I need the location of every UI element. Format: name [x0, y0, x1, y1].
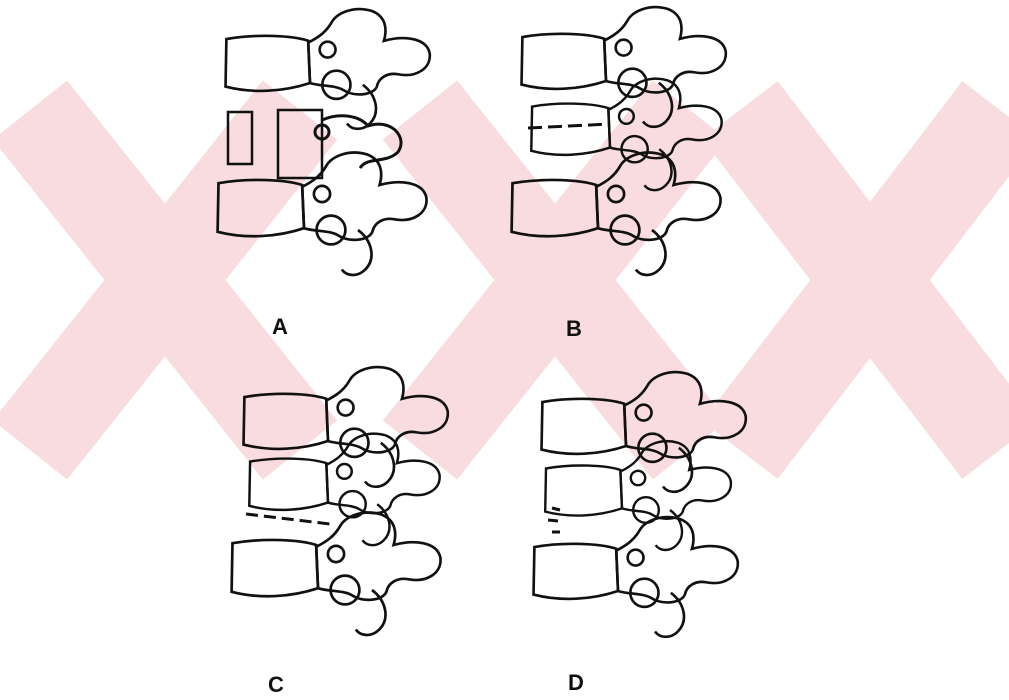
panel-label-b: B: [566, 316, 582, 342]
fracture-fragment-b: [528, 124, 610, 128]
watermark: [30, 110, 1000, 450]
panel-label-c: C: [268, 672, 284, 698]
panel-label-d: D: [568, 670, 584, 696]
panel-label-a: A: [272, 314, 288, 340]
fracture-fragment-c: [246, 514, 330, 524]
